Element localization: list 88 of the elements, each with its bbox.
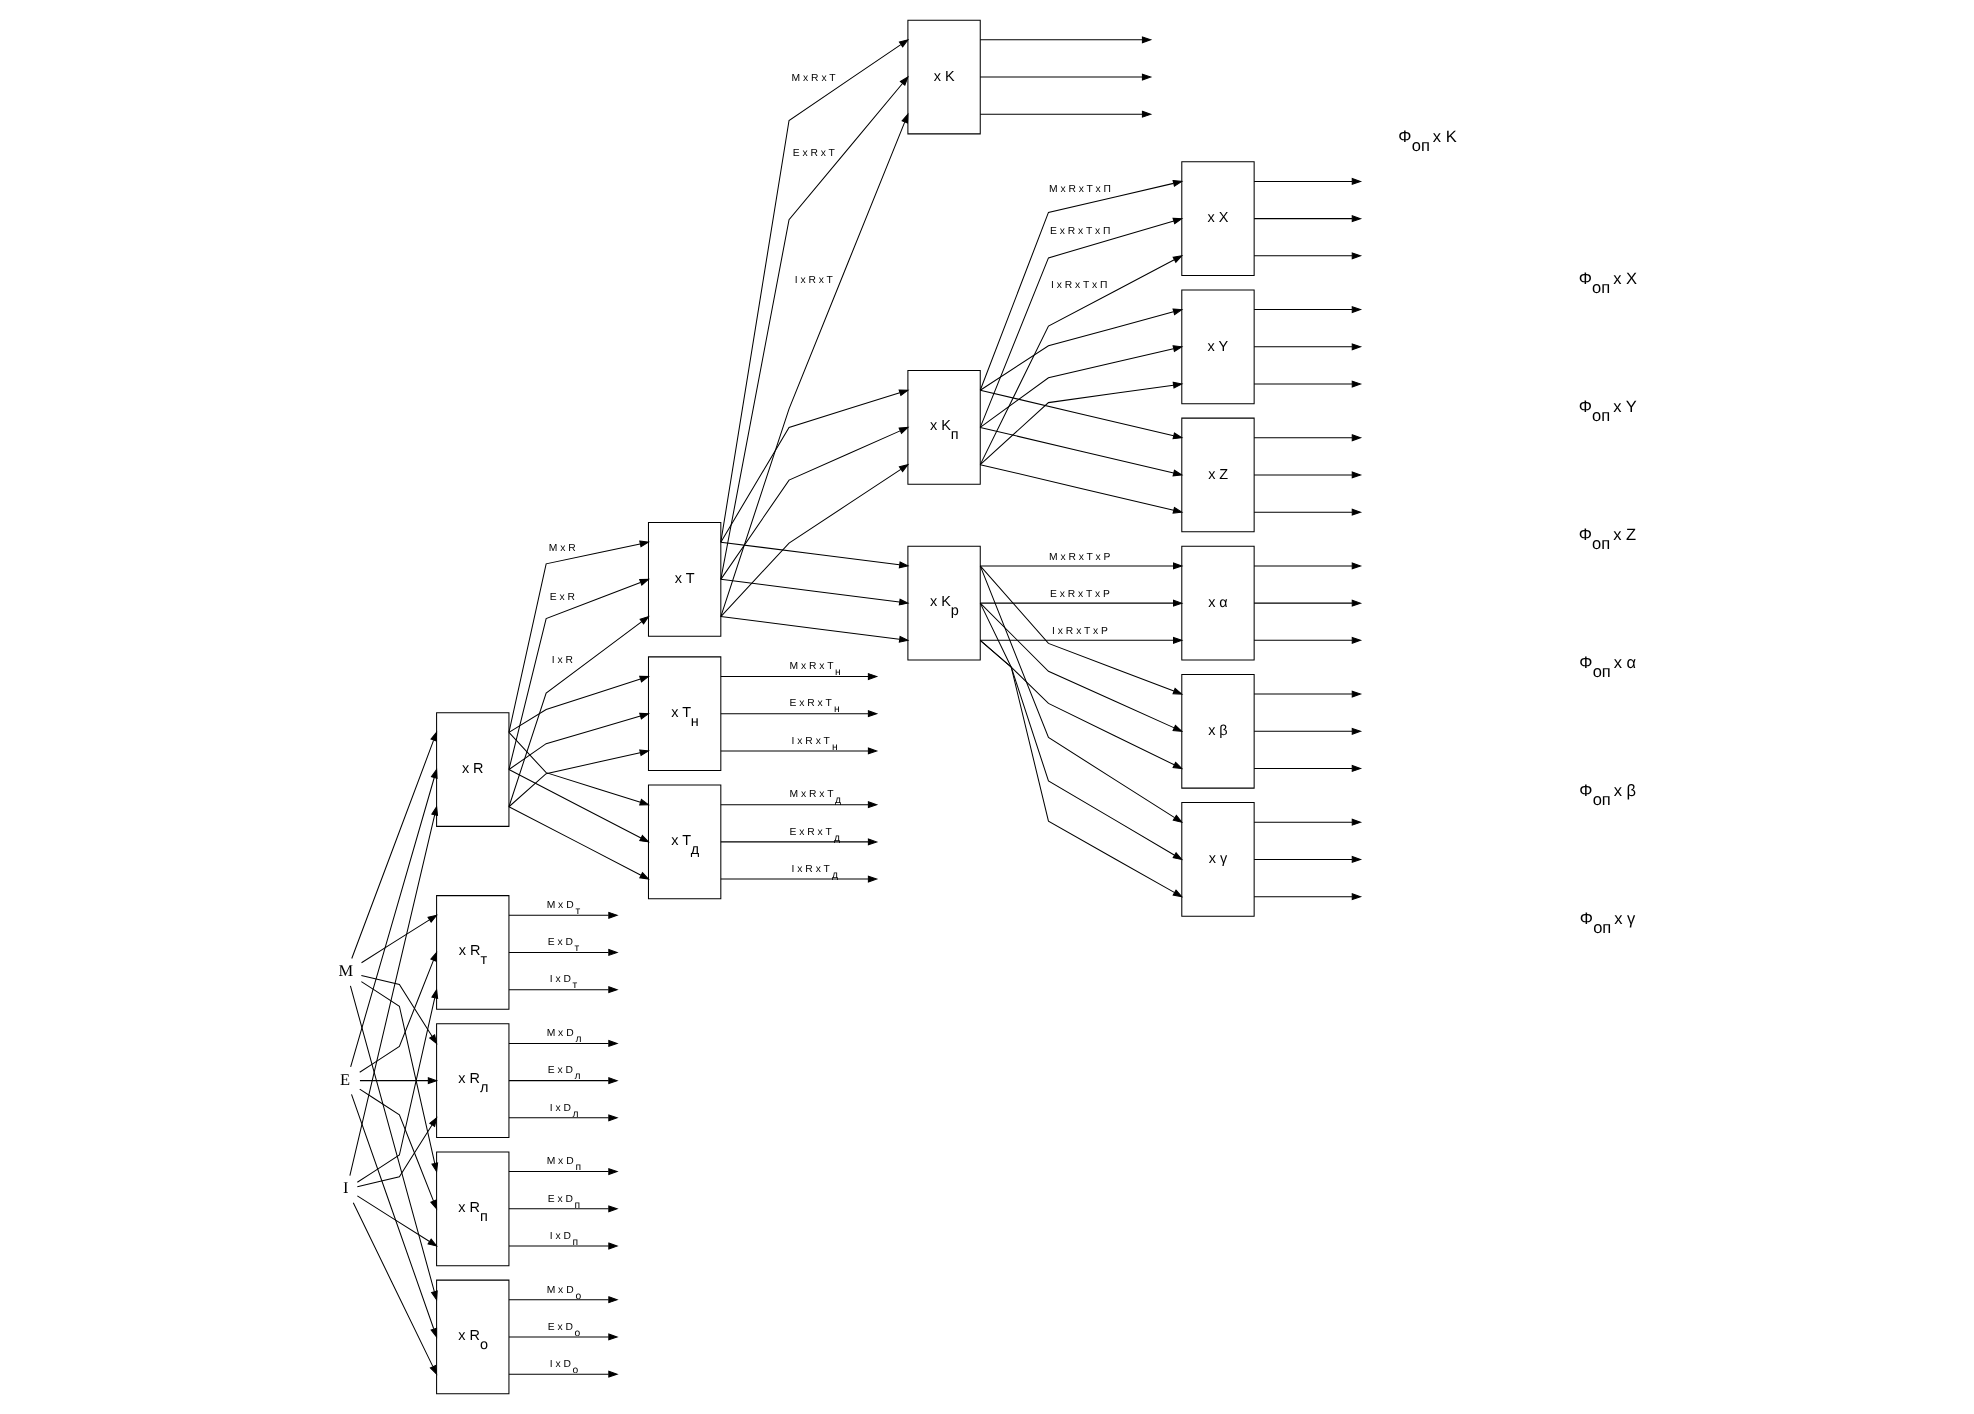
arrow <box>719 389 909 543</box>
arrow <box>719 463 909 618</box>
arrow <box>978 426 1183 477</box>
arrow <box>507 986 618 994</box>
arrow <box>978 636 1183 644</box>
arrow <box>1252 215 1362 223</box>
arrow <box>978 110 1152 118</box>
arrow <box>507 1077 618 1085</box>
arrow <box>719 578 909 606</box>
arrow <box>348 985 437 1302</box>
arrow <box>1252 177 1362 186</box>
arrow <box>507 948 618 957</box>
arrow <box>719 838 878 846</box>
arrow <box>1252 471 1362 479</box>
arrow <box>1252 818 1362 826</box>
arrow <box>978 602 1183 861</box>
arrow <box>978 179 1183 391</box>
arrow <box>978 639 1183 898</box>
arrow <box>978 217 1183 428</box>
arrow <box>978 389 1183 440</box>
arrow <box>978 36 1152 44</box>
arrow <box>350 730 437 960</box>
arrow <box>719 747 878 755</box>
arrow <box>978 602 1183 732</box>
arrow <box>360 914 437 964</box>
arrow <box>358 951 437 1073</box>
arrow <box>507 1114 618 1122</box>
arrow <box>359 975 437 1045</box>
arrow <box>1252 636 1362 644</box>
arrow <box>507 675 649 733</box>
arrow <box>507 578 649 771</box>
arrow <box>978 565 1183 824</box>
arrow <box>1252 508 1362 516</box>
arrow <box>719 672 878 681</box>
arrow <box>507 769 649 843</box>
arrow <box>350 1093 437 1339</box>
arrow <box>1252 434 1362 442</box>
arrow <box>507 911 618 919</box>
node-text: E <box>338 1070 350 1089</box>
arrow <box>507 1167 618 1176</box>
arrow <box>978 639 1183 770</box>
arrow <box>507 1205 618 1213</box>
arrow <box>978 464 1183 514</box>
arrow <box>1252 599 1362 607</box>
arrow <box>978 345 1183 428</box>
arrow <box>507 1242 618 1250</box>
arrow <box>978 255 1183 466</box>
arrow <box>348 805 438 1177</box>
arrow <box>978 308 1183 391</box>
arrow <box>358 1088 437 1211</box>
arrow <box>719 426 909 580</box>
arrow <box>719 616 909 643</box>
arrow <box>507 749 649 808</box>
arrow <box>507 712 649 771</box>
arrow <box>507 1039 618 1048</box>
node-text: M <box>337 962 353 981</box>
arrow <box>507 540 649 733</box>
arrow <box>507 1333 618 1341</box>
node-text: I <box>342 1179 348 1198</box>
arrow <box>355 1195 437 1247</box>
arrow <box>1252 562 1362 570</box>
arrow <box>507 806 649 880</box>
arrow <box>1252 690 1362 698</box>
arrow <box>978 73 1152 81</box>
arrow <box>1252 305 1362 314</box>
arrow <box>507 1296 618 1304</box>
arrow <box>719 801 878 809</box>
arrow <box>507 1370 618 1378</box>
arrow <box>978 565 1183 695</box>
arrow <box>1252 893 1362 901</box>
arrow <box>719 875 878 883</box>
arrow <box>1252 855 1362 864</box>
arrow <box>1252 380 1362 388</box>
arrow <box>358 1077 438 1085</box>
arrow <box>719 541 909 569</box>
arrow <box>355 1116 437 1188</box>
arrow <box>978 599 1183 607</box>
arrow <box>1252 727 1362 735</box>
arrow <box>978 381 1183 466</box>
arrow <box>1252 764 1362 773</box>
arrow <box>1252 343 1362 351</box>
arrow <box>351 1202 437 1376</box>
arrow <box>507 731 649 806</box>
arrow <box>507 615 649 808</box>
arrow <box>719 710 878 718</box>
arrow <box>1252 252 1362 260</box>
arrow <box>349 768 437 1068</box>
arrow <box>978 562 1183 570</box>
